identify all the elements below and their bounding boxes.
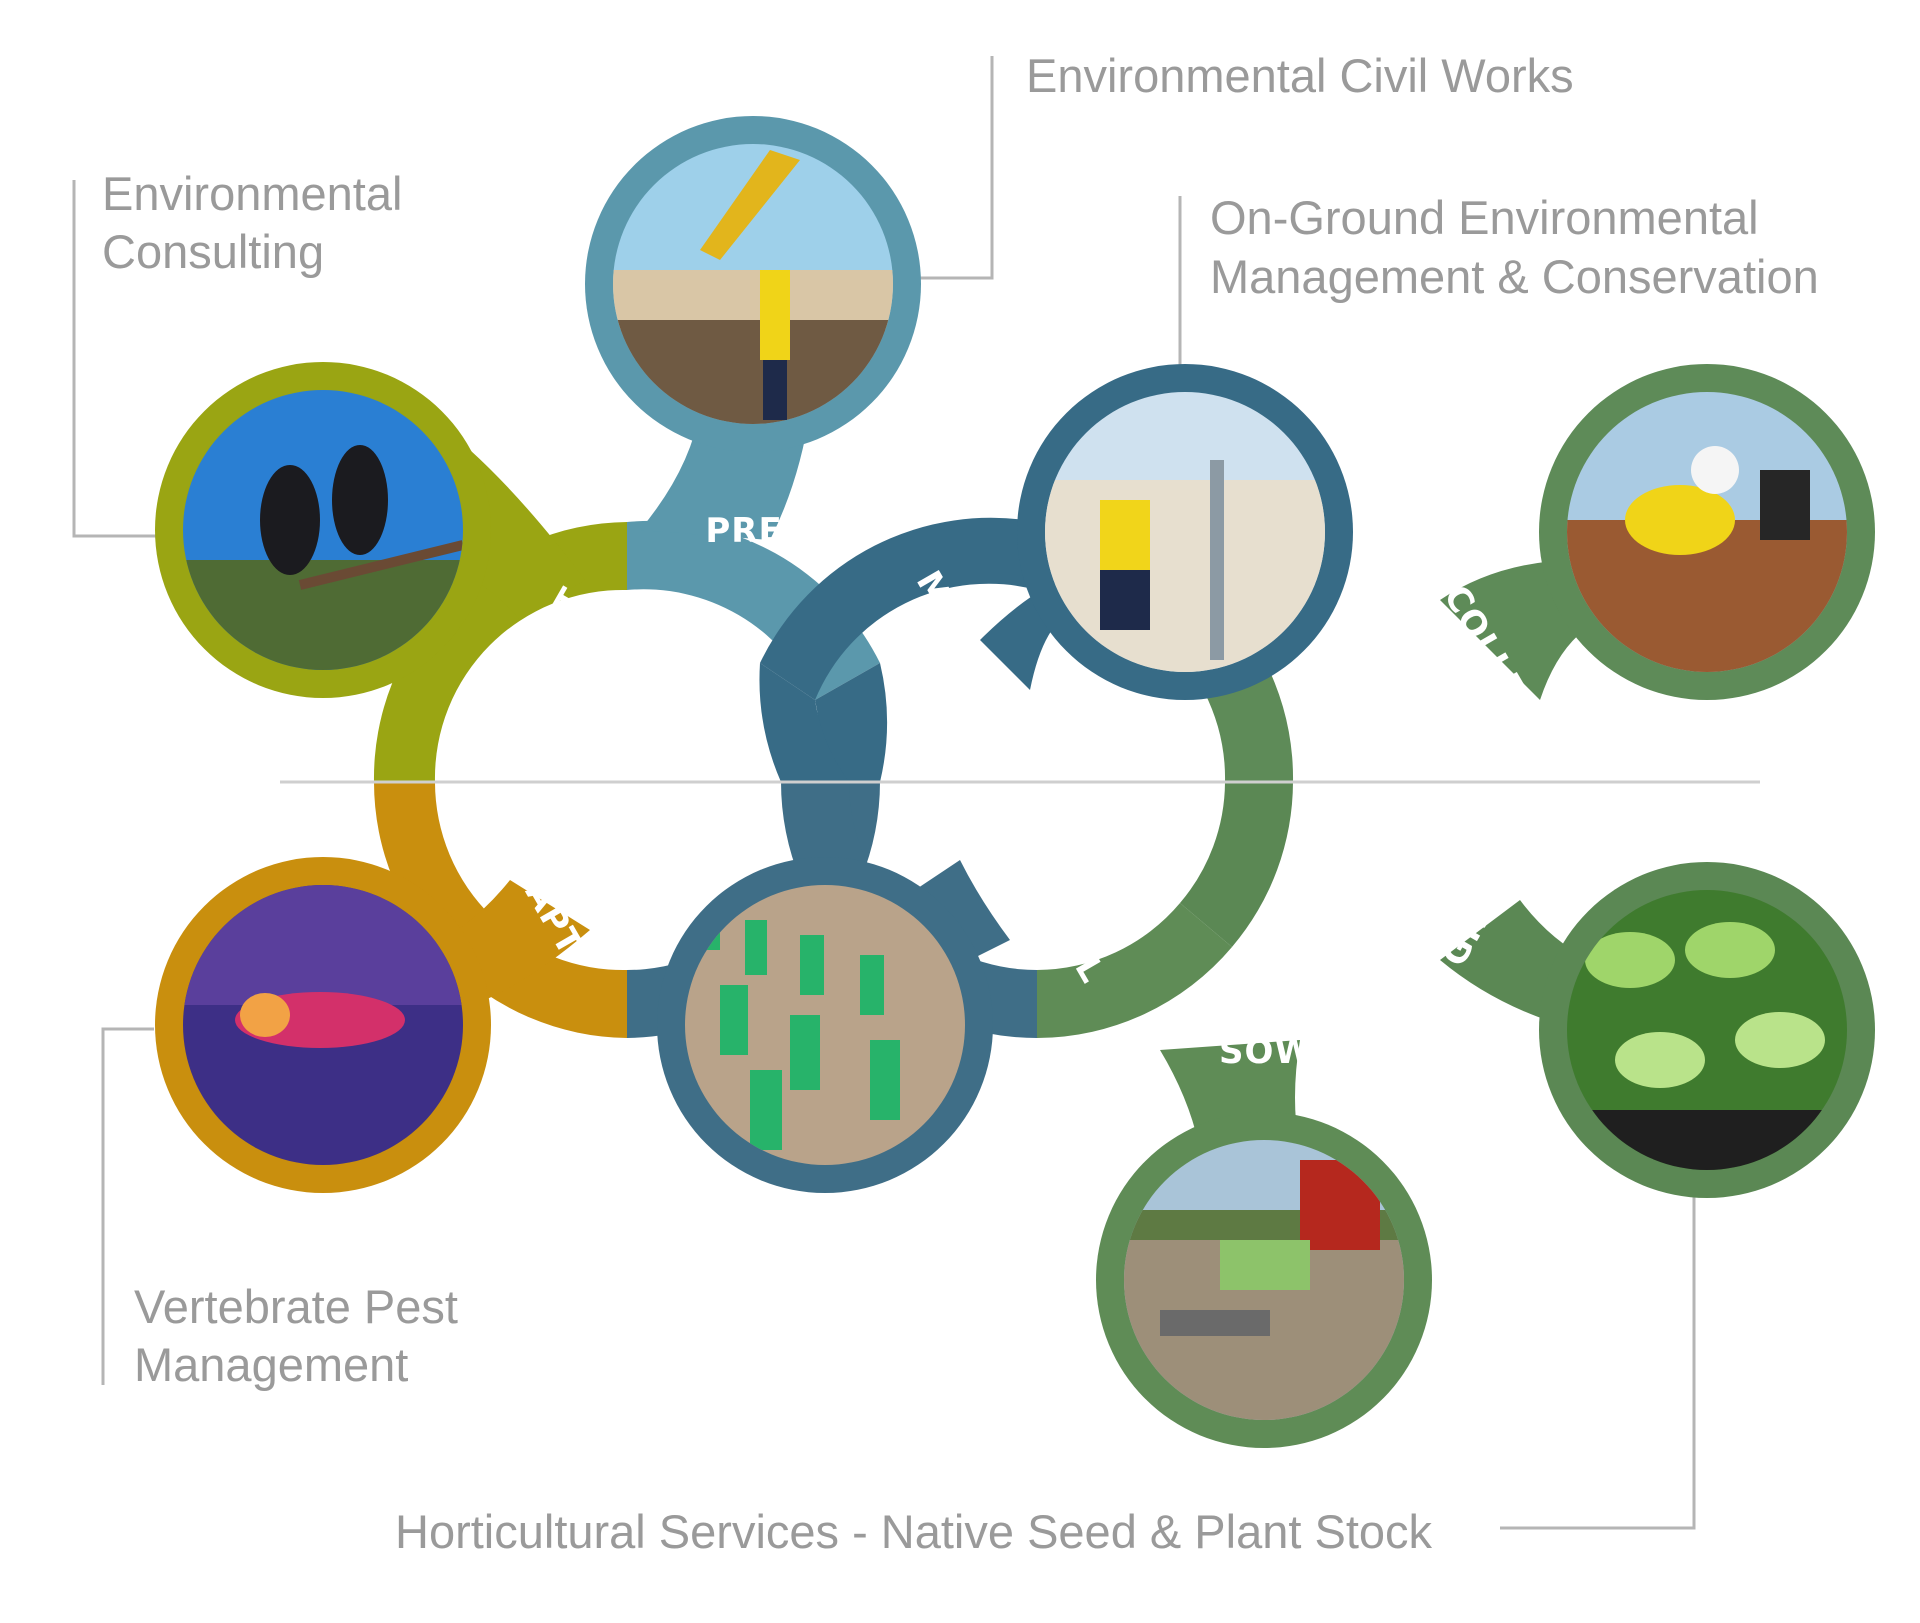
callout-line: On-Ground Environmental xyxy=(1210,191,1759,244)
seed-collection-photo xyxy=(1567,392,1847,672)
band-maintain xyxy=(760,517,1037,700)
band-adapt xyxy=(374,782,627,1038)
stage-label-install: INSTALL xyxy=(997,829,1113,990)
callout-line: Management xyxy=(134,1338,408,1391)
callout-horticultural: Horticultural Services - Native Seed & P… xyxy=(395,1195,1696,1558)
band-maintain-2 xyxy=(759,663,849,782)
black-cockatoos-photo xyxy=(183,390,463,670)
callout-line: Horticultural Services - Native Seed & P… xyxy=(395,1505,1433,1558)
thermal-fox-photo xyxy=(183,885,463,1165)
excavator-coastal-works-photo xyxy=(613,144,893,424)
callout-civil-works: Environmental Civil Works xyxy=(915,49,1574,280)
callout-line: Vertebrate Pest xyxy=(134,1280,458,1333)
band-sow xyxy=(1037,903,1232,1038)
stage-label-prep: PREP xyxy=(705,511,808,551)
callout-environmental-consulting: Environmental Consulting xyxy=(72,167,402,538)
seedlings-photo xyxy=(1567,890,1847,1170)
stage-label-sow: SOW xyxy=(1219,1032,1313,1072)
fence-installation-photo xyxy=(1045,392,1325,672)
callout-on-ground: On-Ground Environmental Management & Con… xyxy=(1178,191,1819,375)
callout-pest-management: Vertebrate Pest Management xyxy=(101,1027,458,1391)
callout-line: Consulting xyxy=(102,225,324,278)
band-maintain-left xyxy=(815,663,888,782)
band-grow xyxy=(1180,782,1293,947)
callout-line: Environmental xyxy=(102,167,402,220)
callout-line: Environmental Civil Works xyxy=(1026,49,1574,102)
callout-line: Management & Conservation xyxy=(1210,250,1819,303)
seeding-machine-photo xyxy=(1124,1140,1404,1420)
tree-guards-photo xyxy=(685,885,965,1165)
